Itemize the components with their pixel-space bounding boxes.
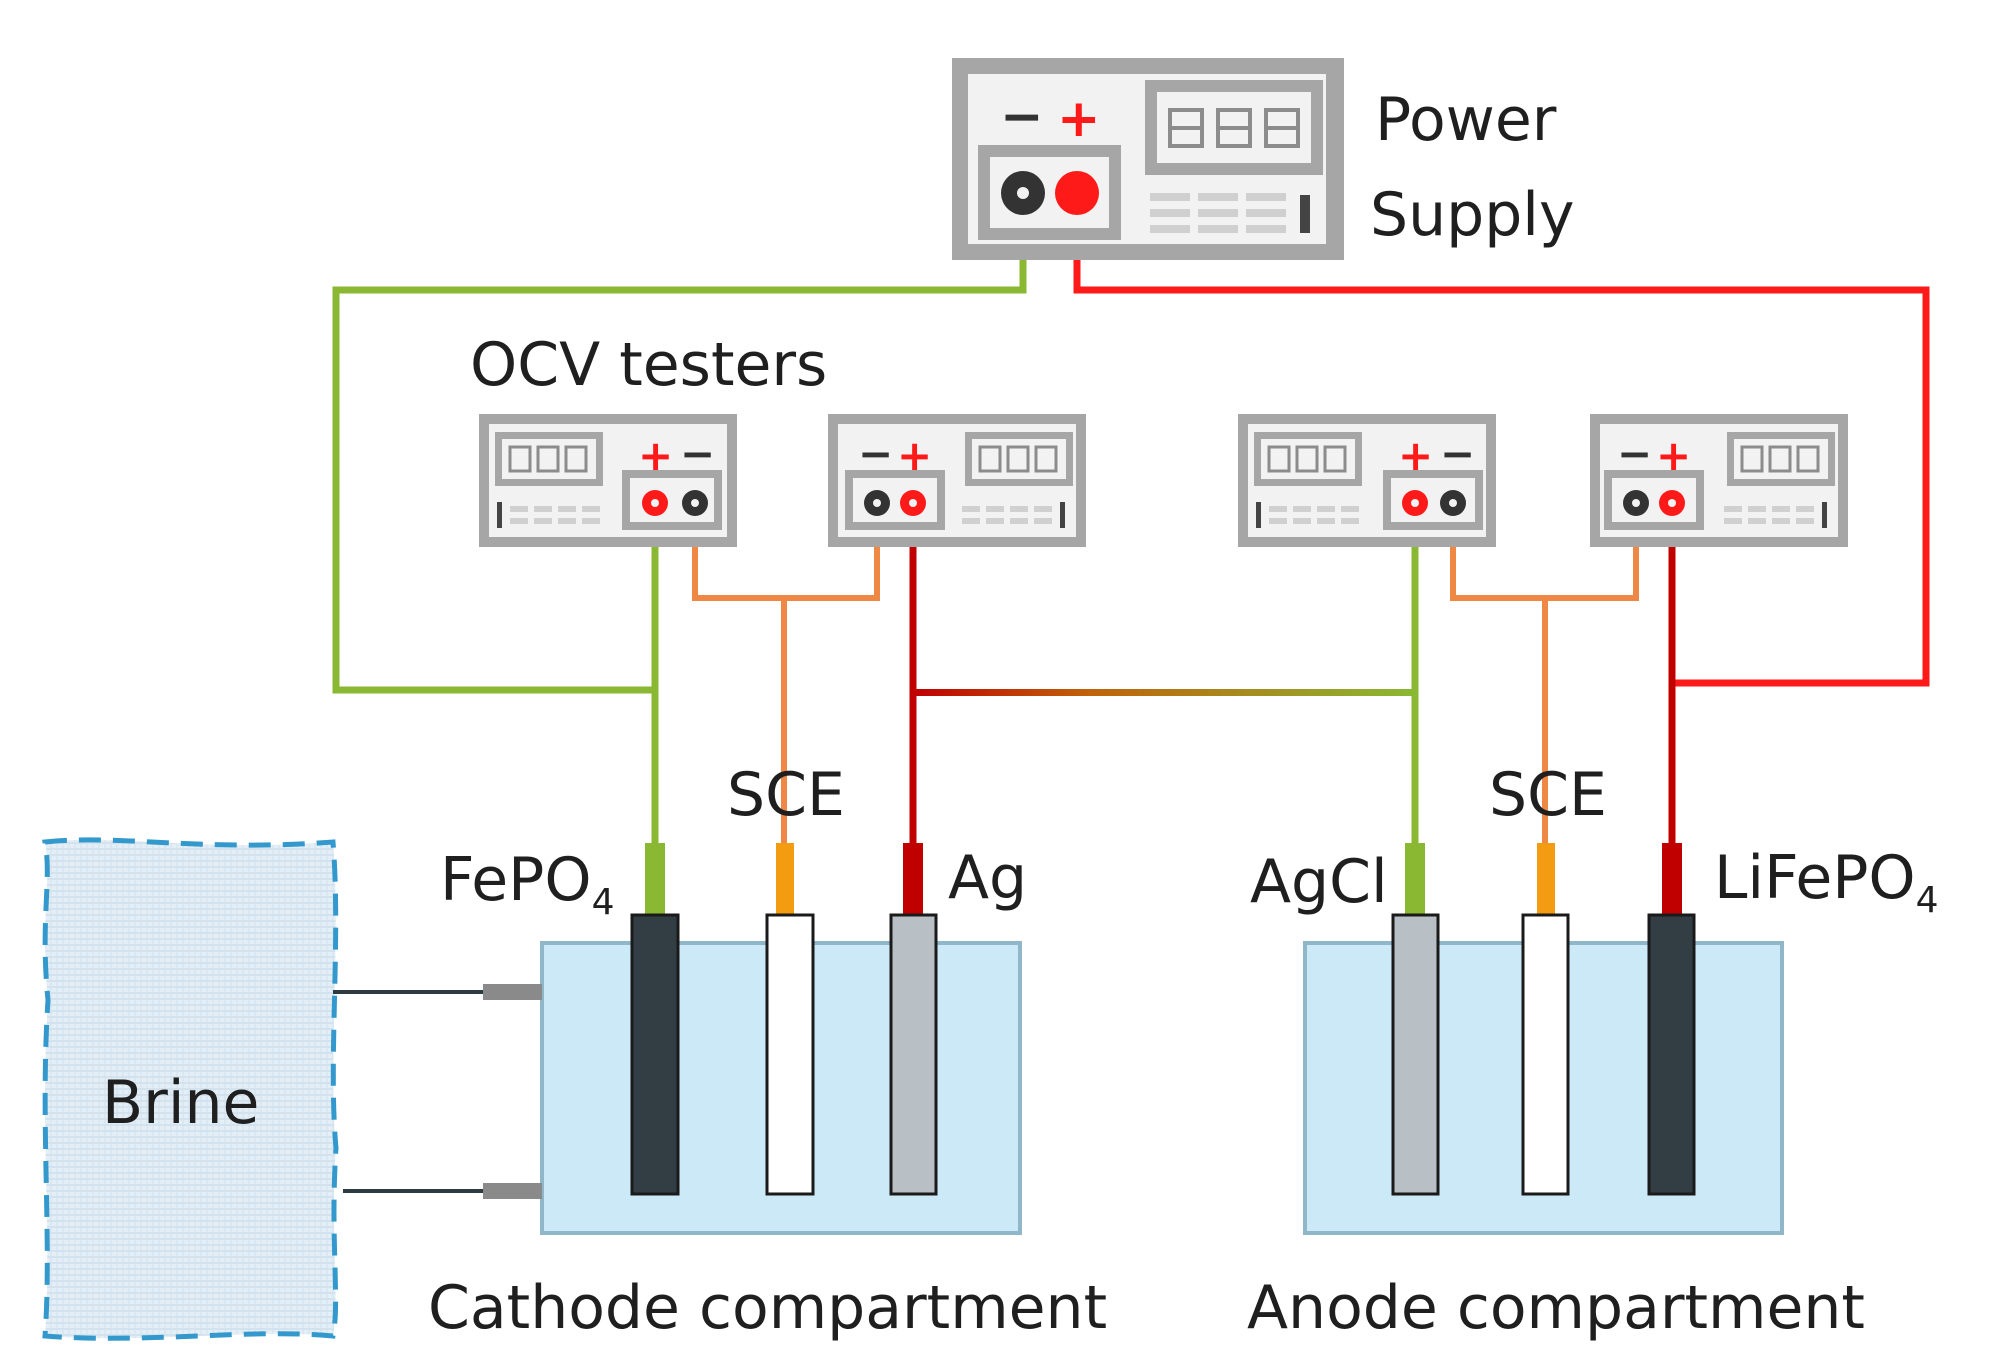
fepo4-label: FePO4 [440, 845, 614, 923]
ocv4-plus-sign: + [1656, 431, 1691, 480]
sce-right-connector [1537, 843, 1555, 915]
ocv2-plus-sign: + [897, 431, 932, 480]
display-digits-icon [1267, 445, 1347, 473]
fepo4-electrode [630, 913, 680, 1196]
display-digits-icon [508, 445, 588, 473]
agcl-label: AgCl [1250, 847, 1388, 917]
brine-label: Brine [102, 1068, 259, 1138]
anode-compartment-label: Anode compartment [1247, 1273, 1865, 1343]
ocv3-plus-sign: + [1398, 431, 1433, 480]
power-supply-label-line1: Power [1375, 85, 1557, 155]
power-supply-label-line2: Supply [1370, 180, 1574, 250]
ocv4-minus-sign: − [1617, 429, 1652, 478]
ocv-tester-3: + − [1238, 414, 1496, 547]
ag-label: Ag [948, 843, 1027, 913]
fepo4-connector [645, 843, 665, 915]
display-digits-icon [1740, 445, 1820, 473]
ocv1-minus-sign: − [680, 429, 715, 478]
power-supply: − + Power Supply [952, 58, 1574, 260]
ps-positive-terminal[interactable] [1055, 171, 1099, 215]
agcl-connector [1405, 843, 1425, 915]
ocv-tester-2: − + [828, 414, 1086, 547]
ps-negative-terminal-hole [1017, 187, 1029, 199]
display-digits-icon [978, 445, 1058, 473]
ocv2-minus-sign: − [858, 429, 893, 478]
power-switch-icon[interactable] [1300, 195, 1310, 233]
ps-minus-sign: − [1000, 87, 1044, 147]
display-digits-icon [1168, 108, 1300, 148]
sce-right-label: SCE [1489, 760, 1607, 830]
lifepo4-label: LiFePO4 [1714, 843, 1939, 921]
sce-right-electrode [1521, 913, 1570, 1196]
ocv1-plus-sign: + [638, 431, 673, 480]
sce-left-electrode [765, 913, 815, 1196]
lifepo4-electrode [1647, 913, 1696, 1196]
cathode-compartment-label: Cathode compartment [428, 1273, 1107, 1343]
ocv-tester-1: + − [479, 414, 737, 547]
sce-left-connector [776, 843, 794, 915]
agcl-electrode [1391, 913, 1440, 1196]
ag-connector [903, 843, 923, 915]
lifepo4-connector [1662, 843, 1682, 915]
ag-agcl-bridge-wire [913, 689, 1415, 696]
brine-pipes [333, 984, 542, 1199]
ps-plus-sign: + [1057, 89, 1101, 149]
brine-reservoir [42, 837, 339, 1341]
keypad-icon [1150, 193, 1286, 233]
ocv3-minus-sign: − [1440, 429, 1475, 478]
ocv-tester-4: − + [1590, 414, 1848, 547]
ocv-testers-title: OCV testers [470, 330, 827, 400]
ag-electrode [889, 913, 938, 1196]
sce-left-label: SCE [727, 760, 845, 830]
